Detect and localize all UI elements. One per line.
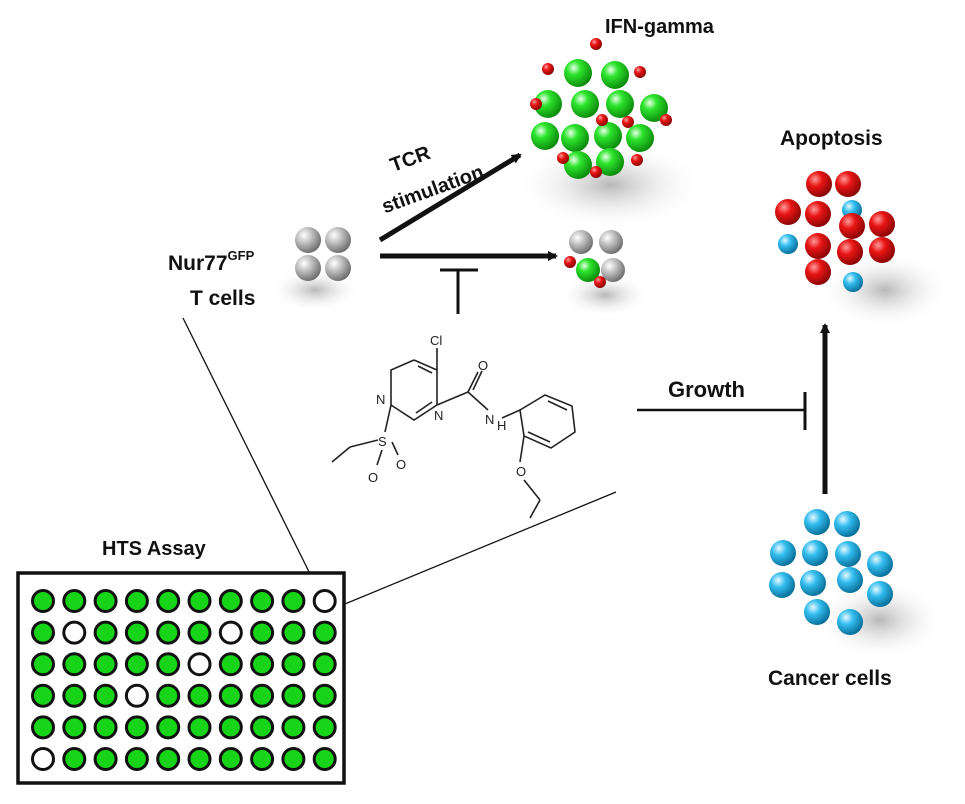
plate-well: [124, 652, 149, 677]
plate-well: [93, 589, 118, 613]
amide-n-atom: N: [485, 412, 494, 427]
plate-well: [281, 620, 306, 645]
plate-well: [312, 715, 337, 740]
plate-well: [218, 715, 243, 740]
plate-well: [93, 715, 118, 740]
ether-o-atom: O: [516, 464, 526, 479]
plate-well: [250, 683, 275, 708]
tcells-label: T cells: [190, 287, 255, 310]
plate-well: [62, 747, 87, 771]
cancer-cell-cluster: [769, 509, 893, 635]
nur77-tcells: [295, 227, 351, 281]
plate-well: [312, 683, 337, 708]
amide-h-atom: H: [497, 418, 506, 433]
plate-well-hit: [31, 747, 55, 771]
plate-well: [281, 747, 306, 771]
plate-well: [156, 620, 181, 645]
plate-well: [187, 589, 212, 613]
plate-well: [250, 652, 275, 677]
plate-well: [218, 747, 243, 771]
plate-well: [312, 652, 337, 677]
hts-assay-label: HTS Assay: [102, 538, 207, 560]
n1-atom: N: [376, 392, 385, 407]
plate-well: [312, 747, 337, 771]
plate-well-hit: [62, 620, 87, 645]
plate-well: [187, 620, 212, 645]
plate-well: [250, 715, 275, 740]
plate-well: [156, 715, 181, 740]
plate-well: [93, 652, 118, 677]
plate-well: [218, 589, 243, 613]
plate-well: [187, 715, 212, 740]
plate-well-hit: [312, 589, 337, 613]
plate-well: [62, 652, 87, 677]
plate-well: [124, 620, 149, 645]
cancer-shadow: [815, 580, 945, 660]
plate-well: [156, 589, 181, 613]
nur77-label: Nur77GFP: [168, 248, 255, 275]
apoptosis-label: Apoptosis: [780, 127, 883, 150]
svg-text:TCR: TCR: [387, 142, 434, 177]
ifn-gamma-dots: [530, 38, 672, 178]
small-tcell-shadow: [560, 273, 650, 317]
apoptosis-cluster: [775, 171, 895, 292]
plate-well: [93, 620, 118, 645]
plate-well: [31, 620, 55, 645]
apoptosis-shadow: [820, 252, 950, 328]
plate-well: [281, 652, 306, 677]
n2-atom: N: [434, 408, 443, 423]
plate-well: [250, 747, 275, 771]
plate-well: [156, 683, 181, 708]
plate-well: [156, 652, 181, 677]
green-cells: [531, 59, 668, 179]
plate-well: [281, 589, 306, 613]
plate-well: [93, 747, 118, 771]
plate-well-hit: [218, 620, 243, 645]
plate-well: [124, 715, 149, 740]
plate-well: [281, 715, 306, 740]
plate-well: [62, 589, 87, 613]
plate-well: [187, 683, 212, 708]
plate-well: [62, 715, 87, 740]
plate-well: [31, 589, 55, 613]
plate-well: [187, 747, 212, 771]
plate-well: [218, 683, 243, 708]
cl-atom: Cl: [430, 333, 442, 348]
sulfonyl-o2-atom: O: [368, 470, 378, 485]
plate-well: [124, 747, 149, 771]
plate-well: [312, 620, 337, 645]
plate-well: [31, 683, 55, 708]
cancer-cells-label: Cancer cells: [768, 667, 892, 690]
tcr-stimulation-label: TCR stimulation: [379, 142, 487, 218]
plate-well: [93, 683, 118, 708]
plate-well: [31, 652, 55, 677]
plate-well: [31, 715, 55, 740]
plate-well: [250, 589, 275, 613]
plate-well: [281, 683, 306, 708]
small-tcell-cluster: [564, 230, 625, 288]
carbonyl-o-atom: O: [478, 358, 488, 373]
plate-well: [156, 747, 181, 771]
plate-well: [218, 652, 243, 677]
plate-well: [124, 589, 149, 613]
plate-well: [62, 683, 87, 708]
hts-plate-wells: [31, 589, 337, 771]
compound-structure: Cl N N O N H O S O O: [331, 333, 576, 519]
plate-well-hit: [187, 652, 212, 677]
ifn-gamma-label: IFN-gamma: [605, 16, 715, 38]
callout-line-bottom: [339, 491, 617, 607]
callout-line-top: [182, 317, 324, 601]
tcr-stimulation-arrow: [378, 152, 522, 243]
plate-well: [250, 620, 275, 645]
s-atom: S: [378, 434, 387, 449]
sulfonyl-o1-atom: O: [396, 457, 406, 472]
ifn-gamma-cluster: [530, 38, 672, 179]
growth-label: Growth: [668, 377, 745, 402]
plate-well-hit: [124, 683, 149, 708]
